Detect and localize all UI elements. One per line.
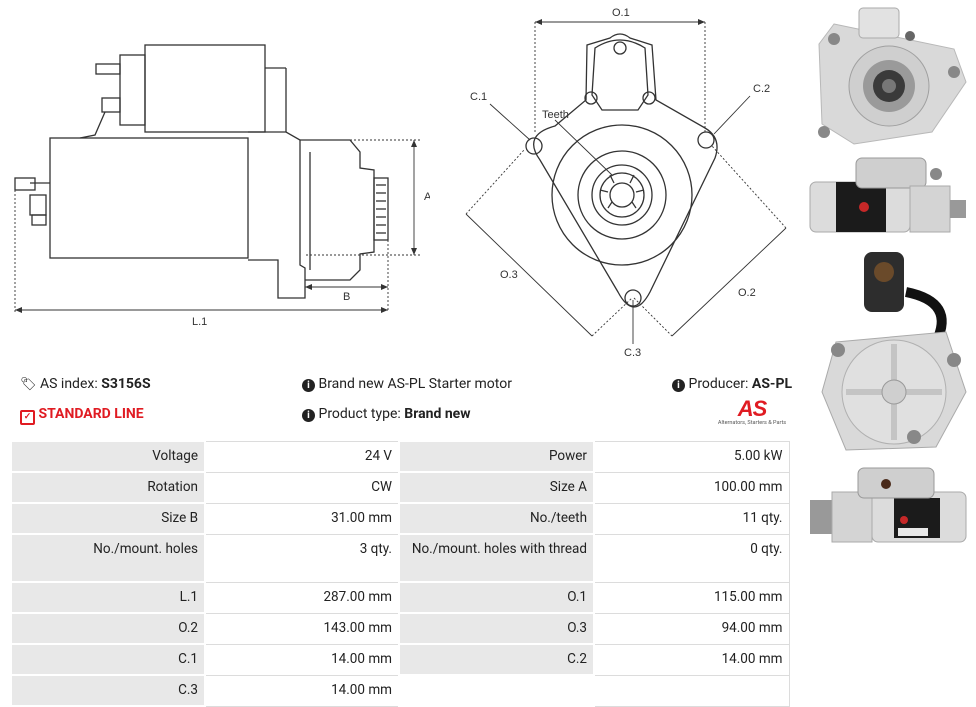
spec-value: 5.00 kW [593, 440, 790, 473]
logo-mark: AS [737, 396, 768, 421]
product-type-value: Brand new [404, 406, 471, 422]
spec-value [593, 674, 790, 707]
spec-key: No./mount. holes with thread [398, 533, 595, 583]
dim-l1-label: L.1 [192, 316, 207, 328]
producer-value: AS-PL [751, 376, 793, 392]
teeth-label: Teeth [542, 109, 569, 121]
brand-new-text: Brand new AS-PL Starter motor [318, 376, 512, 392]
spec-value: 94.00 mm [593, 612, 790, 645]
spec-value: 24 V [204, 440, 400, 473]
spec-value: CW [204, 471, 400, 504]
front-view-drawing: O.1 C.1 C.2 Teeth O.3 O.2 C.3 [465, 7, 787, 359]
spec-key: O.3 [398, 612, 595, 645]
spec-key: O.1 [398, 581, 595, 614]
product-type-row: i Product type: Brand new [302, 406, 471, 422]
spec-key: C.1 [10, 643, 206, 676]
spec-value: 143.00 mm [204, 612, 400, 645]
dim-o3-label: O.3 [500, 269, 518, 281]
dim-b-label: B [343, 291, 350, 303]
spec-key: O.2 [10, 612, 206, 645]
product-photo-rear[interactable] [816, 252, 972, 457]
logo-tagline: Alternators, Starters & Parts [717, 420, 787, 426]
spec-key: No./mount. holes [10, 533, 206, 583]
dim-o1-label: O.1 [612, 7, 630, 19]
dim-o2-label: O.2 [738, 287, 756, 299]
spec-key [398, 674, 595, 707]
spec-value: 3 qty. [204, 533, 400, 583]
product-type-label: Product type: [318, 406, 401, 422]
dim-a-label: A [424, 191, 430, 203]
product-photo-side-2[interactable] [808, 462, 972, 552]
spec-key: L.1 [10, 581, 206, 614]
spec-value: 14.00 mm [593, 643, 790, 676]
producer-row: i Producer: AS-PL [672, 376, 792, 392]
dim-c3-label: C.3 [624, 347, 641, 359]
spec-value: 0 qty. [593, 533, 790, 583]
spec-value: 14.00 mm [204, 643, 400, 676]
spec-key: Size A [398, 471, 595, 504]
standard-line-text: STANDARD LINE [38, 406, 144, 422]
checkbox-icon: ✓ [20, 410, 35, 425]
brand-new-row: i Brand new AS-PL Starter motor [302, 376, 512, 392]
spec-key: Rotation [10, 471, 206, 504]
standard-line-badge: ✓ STANDARD LINE [20, 406, 144, 425]
product-photo-front[interactable] [814, 4, 972, 149]
product-photo-side[interactable] [806, 152, 970, 238]
spec-value: 11 qty. [593, 502, 790, 535]
info-icon: i [302, 409, 315, 422]
spec-value: 31.00 mm [204, 502, 400, 535]
tag-icon: 🏷︎ [20, 377, 37, 392]
spec-key: Size B [10, 502, 206, 535]
as-index-row: 🏷︎ AS index: S3156S [20, 376, 151, 392]
as-index-value: S3156S [101, 376, 151, 392]
spec-value: 287.00 mm [204, 581, 400, 614]
as-pl-logo: AS Alternators, Starters & Parts [712, 396, 792, 427]
info-icon: i [672, 379, 685, 392]
spec-value: 115.00 mm [593, 581, 790, 614]
spec-value: 14.00 mm [204, 674, 400, 707]
dim-c1-label: C.1 [470, 91, 487, 103]
spec-key: C.2 [398, 643, 595, 676]
dim-c2-label: C.2 [753, 83, 770, 95]
spec-key: C.3 [10, 674, 206, 707]
side-view-drawing: A B L.1 [14, 44, 430, 328]
spec-value: 100.00 mm [593, 471, 790, 504]
spec-key: No./teeth [398, 502, 595, 535]
as-index-label: AS index: [40, 376, 98, 392]
producer-label: Producer: [688, 376, 749, 392]
spec-key: Voltage [10, 440, 206, 473]
spec-key: Power [398, 440, 595, 473]
info-icon: i [302, 379, 315, 392]
